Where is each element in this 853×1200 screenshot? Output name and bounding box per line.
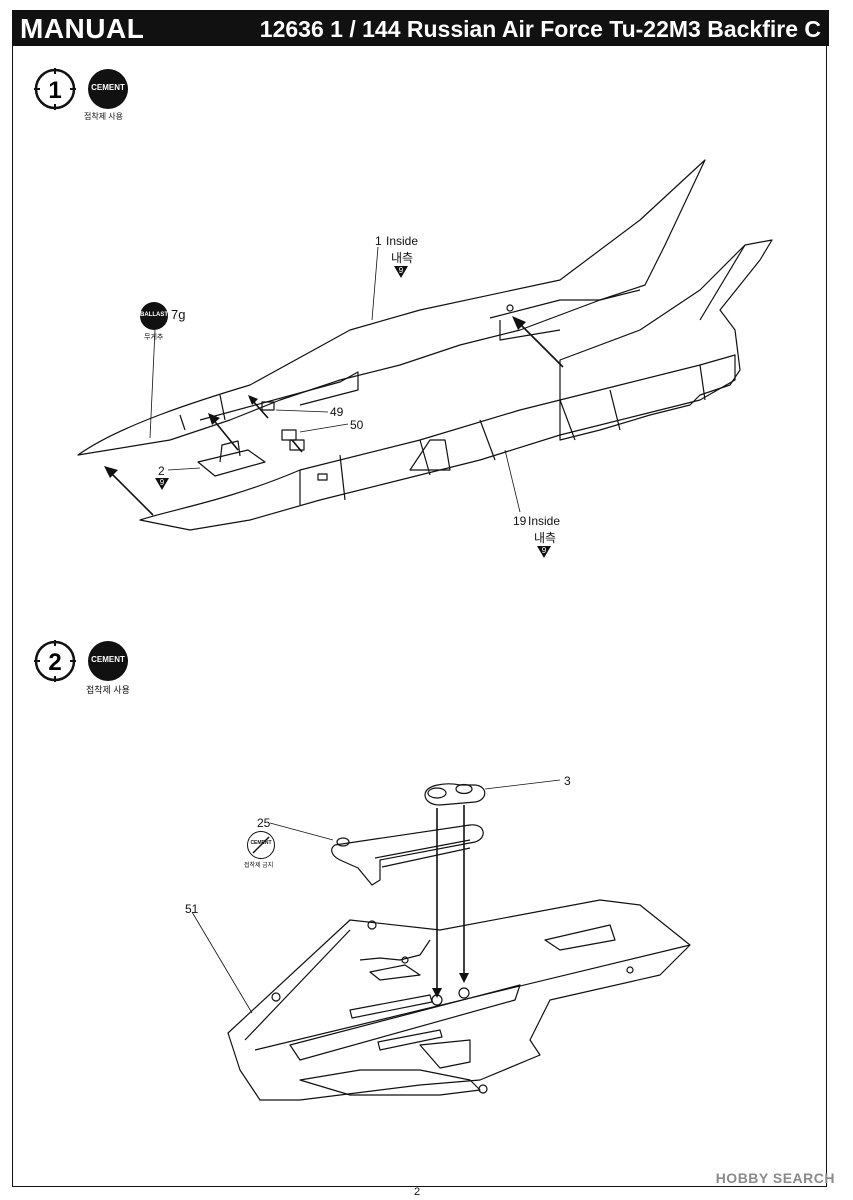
part-25-drawing [269,822,484,886]
callout-1-kr: 내측 [391,251,414,265]
ballast-note: 무게추 [144,334,164,341]
callout-25-id: 25 [257,816,271,830]
page-frame [12,46,827,1187]
ref-triangle-19: 9 [537,546,551,558]
callout-2-id: 2 [158,464,165,478]
ref-triangle-2: 9 [155,478,169,490]
callout-3-id: 3 [564,774,571,788]
no-cement-note: 접착제 금지 [244,863,274,869]
callout-19-id: 19 [513,514,527,528]
no-cement-label: CEMENT [250,840,272,846]
cement-label: CEMENT [91,655,125,664]
callout-51-id: 51 [185,902,199,916]
step-2-number: 2 [48,649,61,676]
ballast-weight: 7g [171,307,186,322]
callout-49-id: 49 [330,405,344,419]
cement-note: 접착제 사용 [86,685,130,695]
step1-arrows [109,321,564,516]
manual-label: MANUAL [20,13,145,44]
ballast-icon: BALLAST [140,302,168,330]
step-1-number: 1 [48,77,61,104]
fuselage-half-drawing [77,159,773,531]
cement-icon: CEMENT [88,69,128,109]
step2-arrows [436,805,465,990]
callout-1-text: Inside [386,234,419,248]
no-cement-icon: CEMENT [247,831,275,859]
step-1-badge: 1 [34,68,76,110]
kit-title: 12636 1 / 144 Russian Air Force Tu-22M3 … [259,16,821,42]
page-number: 2 [414,1186,421,1198]
callout-1-id: 1 [375,234,382,248]
part-51-drawing [191,899,691,1101]
cement-note: 접착제 사용 [84,112,124,121]
cement-icon: CEMENT [88,641,128,681]
callout-19-text: Inside [528,514,561,528]
header-bar: MANUAL 12636 1 / 144 Russian Air Force T… [12,10,829,46]
step-2-badge: 2 [34,640,76,682]
ballast-label: BALLAST [140,312,168,318]
ref-triangle-1: 9 [394,266,408,278]
part-3-drawing [424,779,561,806]
callout-50-id: 50 [350,418,364,432]
cement-label: CEMENT [91,83,125,92]
watermark: HOBBY SEARCH [715,1170,835,1186]
callout-19-kr: 내측 [534,531,557,545]
